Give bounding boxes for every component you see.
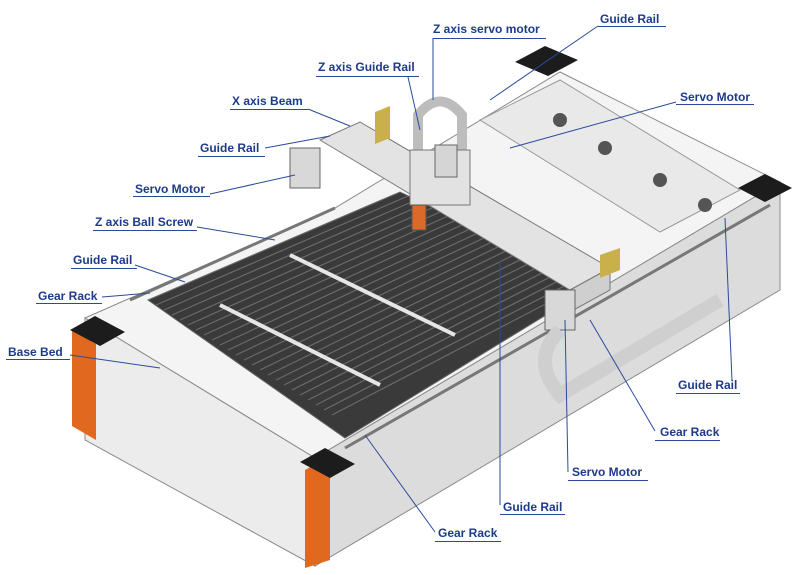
laser-head xyxy=(411,204,427,231)
underline-z-axis-servo-motor xyxy=(433,38,546,39)
rear-table-area xyxy=(478,79,742,233)
corner-cap-right xyxy=(738,174,792,202)
orange-panel-right xyxy=(305,456,330,568)
label-servo-motor-top-right: Servo Motor xyxy=(680,90,751,104)
label-guide-rail-left-upper: Guide Rail xyxy=(200,141,260,155)
support-bar-1 xyxy=(219,303,381,387)
label-guide-rail-bottom: Guide Rail xyxy=(503,500,563,514)
left-rail xyxy=(129,206,336,302)
corner-cap-front xyxy=(300,448,355,478)
underline-gear-rack-left xyxy=(36,303,102,304)
label-guide-rail-left-lower: Guide Rail xyxy=(73,253,133,267)
corner-cap-left xyxy=(70,316,125,346)
label-x-axis-beam: X axis Beam xyxy=(232,94,303,108)
orange-panel-left xyxy=(72,330,96,440)
label-servo-motor-left: Servo Motor xyxy=(135,182,206,196)
hole-3 xyxy=(653,173,667,187)
z-axis-arc xyxy=(413,96,467,170)
label-z-axis-ball-screw: Z axis Ball Screw xyxy=(95,215,194,229)
hole-2 xyxy=(598,141,612,155)
servo-motor-left xyxy=(289,147,321,189)
label-servo-motor-bottom: Servo Motor xyxy=(572,465,643,479)
label-guide-rail-right: Guide Rail xyxy=(678,378,738,392)
underline-guide-rail-left-lower xyxy=(71,268,137,269)
leader-lines xyxy=(69,25,733,533)
z-servo-motor xyxy=(434,144,458,178)
underline-servo-motor-top-right xyxy=(676,104,754,105)
underline-guide-rail-top xyxy=(598,26,666,27)
underline-guide-rail-left-upper xyxy=(198,156,265,157)
hole-1 xyxy=(553,113,567,127)
underline-x-axis-beam xyxy=(230,109,308,110)
underline-servo-motor-bottom xyxy=(568,480,648,481)
label-z-axis-servo-motor: Z axis servo motor xyxy=(433,22,540,36)
label-gear-rack-bottom: Gear Rack xyxy=(438,526,498,540)
label-gear-rack-right: Gear Rack xyxy=(660,425,720,439)
underline-z-axis-ball-screw xyxy=(93,230,197,231)
yellow-plate-1 xyxy=(375,106,390,144)
label-base-bed: Base Bed xyxy=(8,345,63,359)
underline-guide-rail-right xyxy=(676,393,740,394)
underline-guide-rail-bottom xyxy=(500,514,565,515)
support-bar-2 xyxy=(289,253,456,337)
servo-motor-bottom xyxy=(544,289,576,331)
label-z-axis-guide-rail: Z axis Guide Rail xyxy=(318,60,415,74)
underline-gear-rack-right xyxy=(655,440,720,441)
label-gear-rack-left: Gear Rack xyxy=(38,289,98,303)
hole-4 xyxy=(698,198,712,212)
label-guide-rail-top: Guide Rail xyxy=(600,12,660,26)
cable-chain xyxy=(538,293,724,405)
underline-z-axis-guide-rail xyxy=(316,76,419,77)
yellow-plate-2 xyxy=(600,248,620,278)
underline-servo-motor-left xyxy=(133,196,210,197)
underline-gear-rack-bottom xyxy=(435,541,501,542)
underline-base-bed xyxy=(6,359,70,360)
